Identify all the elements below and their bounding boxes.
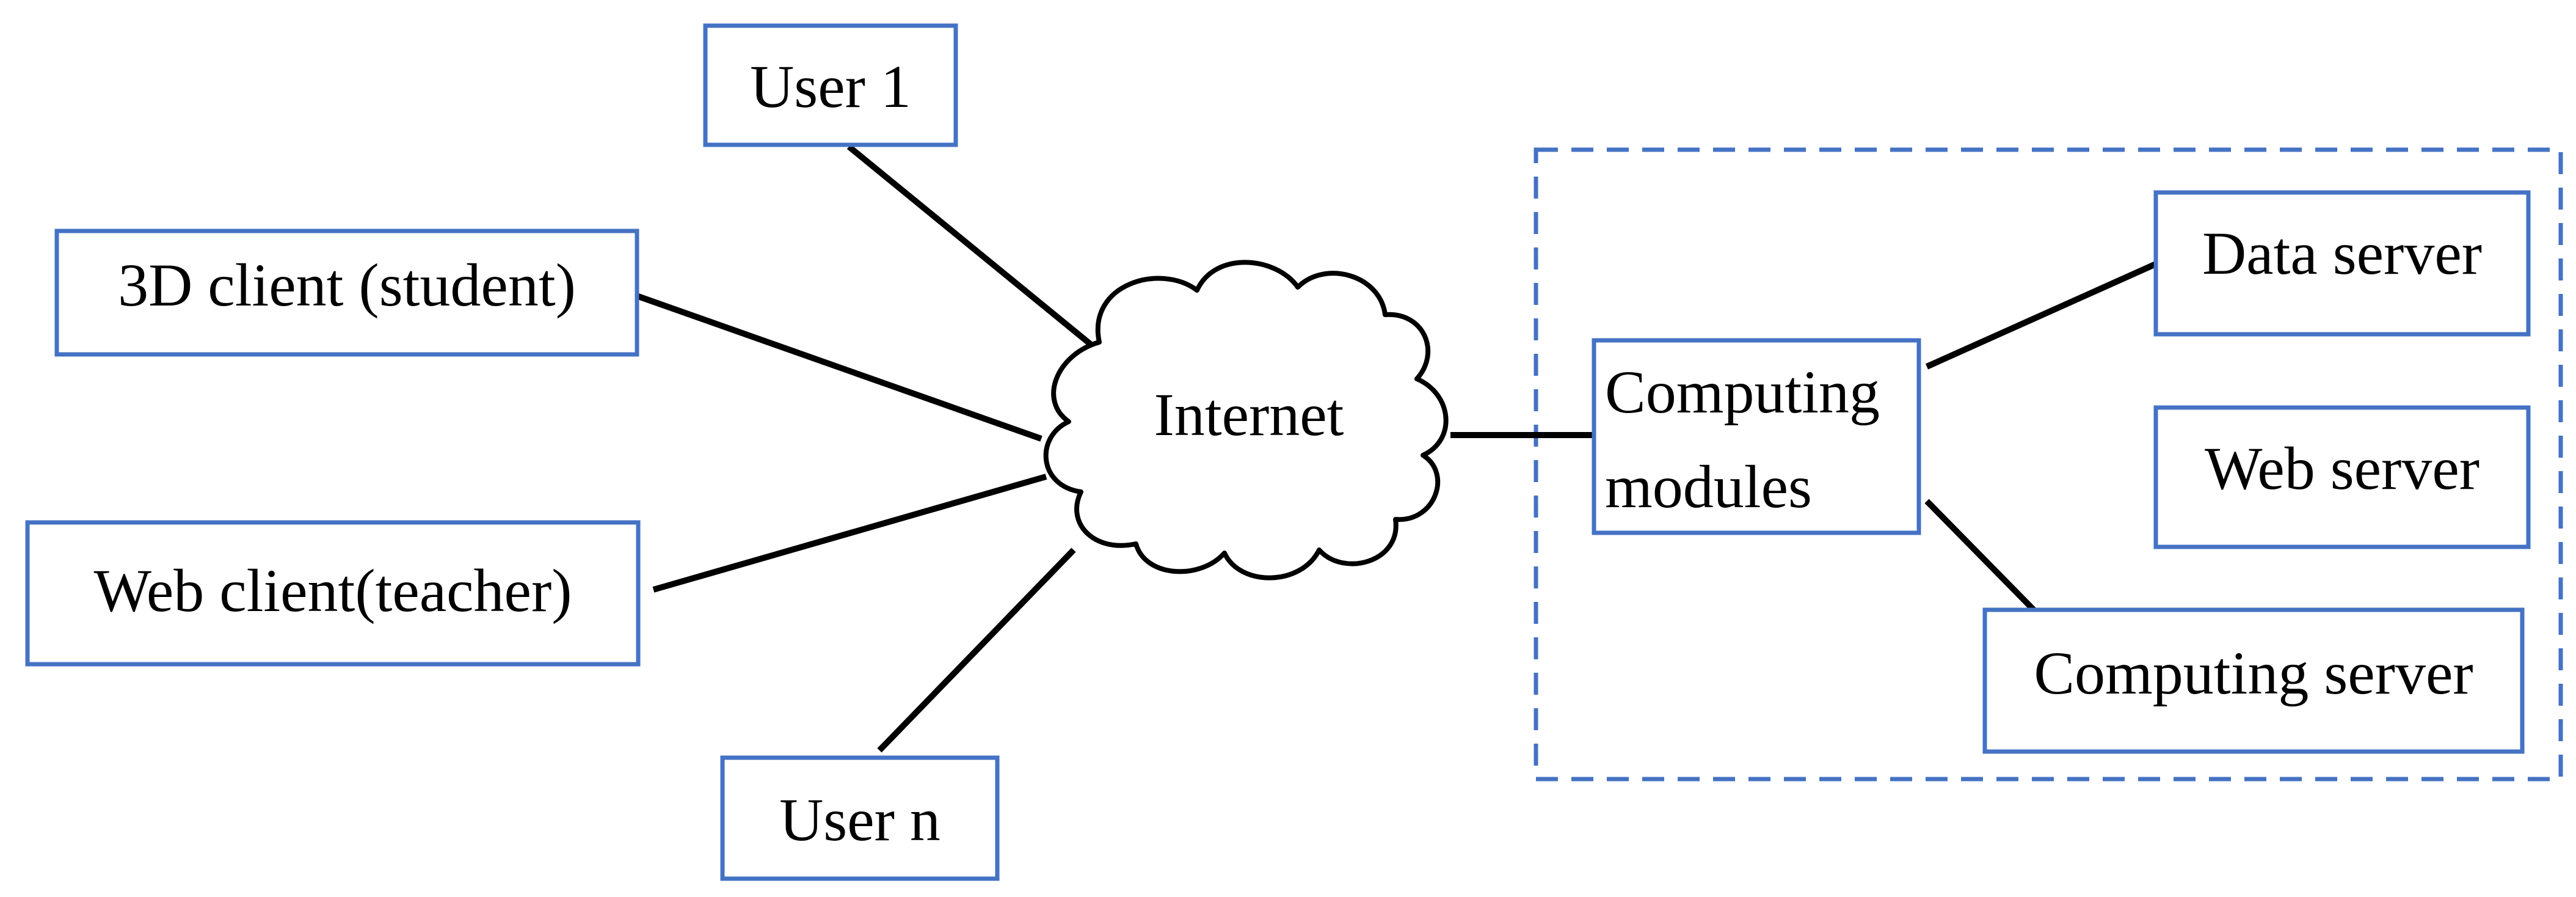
link-3dclient-internet <box>637 293 1042 442</box>
computing-modules-label-line2: modules <box>1605 453 1812 521</box>
link-webclient-internet <box>652 474 1047 593</box>
data-server-label: Data server <box>2202 219 2482 287</box>
link-usern-internet <box>877 547 1076 753</box>
client-3d-student-node[interactable]: 3D client (student) <box>54 229 639 357</box>
user1-label: User 1 <box>750 53 911 120</box>
client-3d-student-label: 3D client (student) <box>118 251 576 319</box>
link-modules-data-server <box>1925 261 2158 370</box>
web-client-teacher-label: Web client(teacher) <box>93 557 572 624</box>
server-group-container <box>1534 147 2563 782</box>
usern-label: User n <box>779 786 941 854</box>
web-client-teacher-node[interactable]: Web client(teacher) <box>25 520 641 667</box>
user1-node[interactable]: User 1 <box>703 23 958 147</box>
web-server-label: Web server <box>2205 434 2480 502</box>
data-server-node[interactable]: Data server <box>2153 190 2531 337</box>
usern-node[interactable]: User n <box>720 755 1000 881</box>
web-server-node[interactable]: Web server <box>2153 405 2531 549</box>
internet-cloud-icon <box>1043 260 1449 580</box>
computing-modules-node[interactable]: Computing modules <box>1592 338 1921 535</box>
computing-modules-label-line1: Computing <box>1605 358 1880 426</box>
link-user1-internet <box>846 144 1102 354</box>
internet-label: Internet <box>1154 381 1344 448</box>
link-modules-computing-server <box>1924 499 2036 612</box>
computing-server-label: Computing server <box>2034 639 2473 707</box>
computing-server-node[interactable]: Computing server <box>1982 607 2525 754</box>
